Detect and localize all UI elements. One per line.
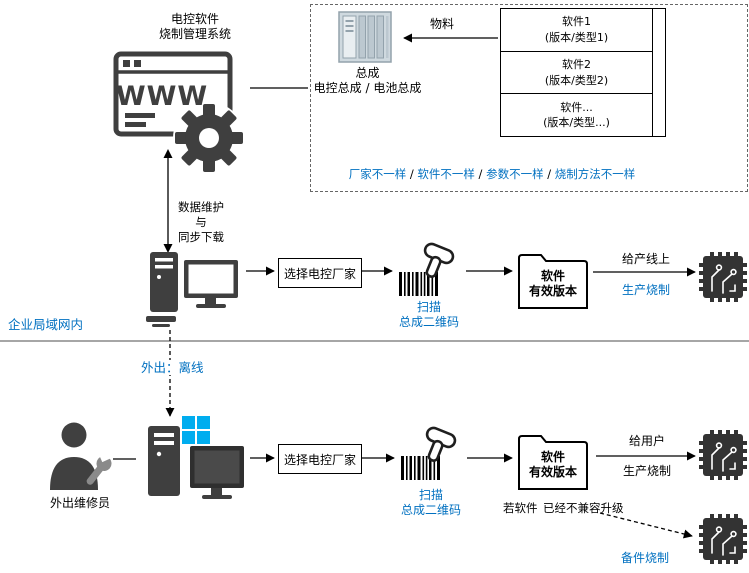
assembly-title: 总成: [355, 66, 380, 80]
software-table-scrollbar: [652, 9, 665, 136]
arrow-spare-dashed: [599, 512, 693, 539]
software-1-name: 软件1: [562, 15, 591, 29]
desktop-pc-icon-offline: [148, 416, 244, 499]
scan-label-offline: 扫描 总成二维码: [396, 488, 466, 518]
sync-label-line1: 数据维护: [178, 200, 224, 214]
software-row-3: 软件... (版本/类型...): [501, 94, 652, 136]
gear-icon: [173, 102, 245, 174]
to-production-line-label: 给产线上: [621, 252, 670, 266]
software-folder-lan: 软件 有效版本: [516, 247, 590, 311]
materials-group-box: [310, 4, 748, 192]
scan-label-offline-line2: 总成二维码: [400, 503, 461, 517]
scan-label-offline-line1: 扫描: [418, 488, 443, 502]
scan-label-lan-line1: 扫描: [416, 300, 441, 314]
system-title-line1: 电控软件: [170, 12, 219, 26]
spare-burn-label: 备件烧制: [621, 551, 670, 565]
web-system-icon: WWW: [113, 51, 245, 174]
materials-note: 厂家不一样 / 软件不一样 / 参数不一样 / 烧制方法不一样: [348, 167, 636, 181]
software-2-detail: (版本/类型2): [544, 73, 609, 87]
select-vendor-box-offline: 选择电控厂家: [278, 444, 362, 474]
chip-icon-offline: [699, 430, 747, 480]
software-folder-offline: 软件 有效版本: [516, 428, 590, 492]
assembly-cabinet-icon: [338, 11, 392, 63]
software-row-1: 软件1 (版本/类型1): [501, 9, 652, 52]
production-burn-label-lan: 生产烧制: [621, 283, 670, 297]
folder-icon-lan: [518, 254, 588, 309]
folder-lan-line2: 有效版本: [528, 284, 577, 298]
person-label: 外出维修员: [49, 496, 110, 510]
select-vendor-box-lan: 选择电控厂家: [278, 258, 362, 288]
folder-icon-offline: [518, 435, 588, 490]
system-title: 电控软件 烧制管理系统: [125, 12, 265, 42]
folder-offline-line2: 有效版本: [528, 465, 577, 479]
software-3-detail: (版本/类型...): [543, 116, 610, 130]
to-user-label: 给用户: [628, 434, 665, 448]
material-label: 物料: [429, 17, 454, 31]
assembly-label: 总成 电控总成 / 电池总成: [295, 66, 440, 96]
condition-text-label: 已经不兼容升级: [543, 501, 624, 515]
folder-lan-line1: 软件: [540, 269, 565, 283]
condition-prefix-label: 若软件: [503, 501, 538, 515]
scan-label-lan-line2: 总成二维码: [398, 315, 459, 329]
sync-label: 数据维护 与 同步下载: [174, 200, 228, 245]
wrench-icon: [86, 450, 112, 485]
software-list-table: 软件1 (版本/类型1) 软件2 (版本/类型2) 软件... (版本/类型..…: [500, 8, 666, 137]
chip-icon-spare: [699, 514, 747, 564]
maintenance-person-icon: [50, 422, 112, 490]
software-3-name: 软件...: [560, 100, 593, 114]
folder-offline-line1: 软件: [540, 450, 565, 464]
sync-label-line2: 与: [195, 215, 207, 229]
folder-text-lan: 软件 有效版本: [516, 269, 590, 299]
barcode-scanner-icon-offline: [401, 426, 457, 480]
lan-zone-label: 企业局域网内: [8, 317, 84, 332]
sync-label-line3: 同步下载: [178, 230, 224, 244]
www-text: WWW: [116, 81, 208, 112]
folder-text-offline: 软件 有效版本: [516, 450, 590, 480]
barcode-scanner-icon-lan: [399, 242, 455, 296]
desktop-pc-icon-lan: [146, 252, 238, 327]
software-row-2: 软件2 (版本/类型2): [501, 52, 652, 95]
offline-label: 外出：离线: [138, 360, 207, 375]
chip-icon-lan: [699, 252, 747, 302]
production-burn-label-offline: 生产烧制: [622, 464, 671, 478]
software-2-name: 软件2: [562, 58, 591, 72]
select-vendor-label-offline: 选择电控厂家: [283, 452, 356, 467]
select-vendor-label-lan: 选择电控厂家: [283, 266, 356, 281]
software-1-detail: (版本/类型1): [544, 30, 609, 44]
assembly-subtitle: 电控总成 / 电池总成: [313, 81, 422, 95]
windows-logo-icon: [182, 416, 210, 444]
system-title-line2: 烧制管理系统: [158, 27, 231, 41]
scan-label-lan: 扫描 总成二维码: [394, 300, 464, 330]
